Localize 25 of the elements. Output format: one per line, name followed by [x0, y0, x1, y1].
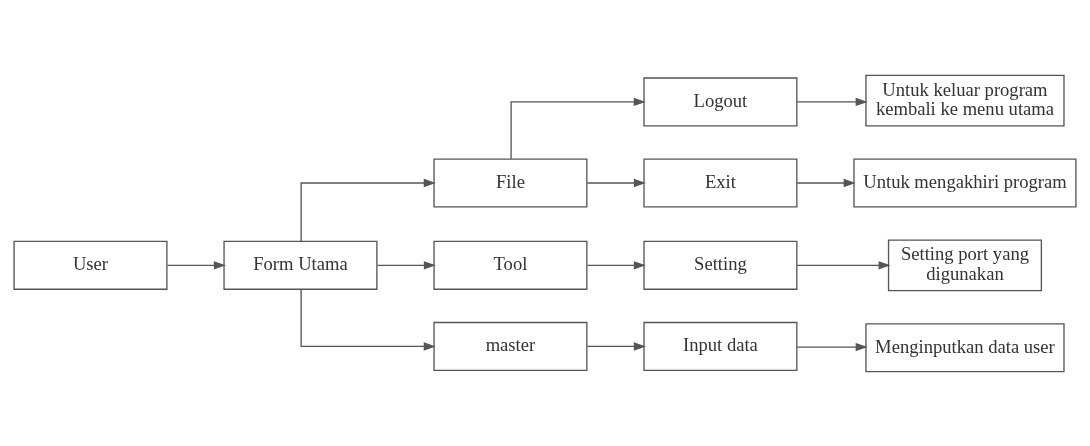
arrow	[300, 178, 436, 242]
node-box: Untuk mengakhiri program	[853, 157, 1077, 208]
arrow	[796, 178, 856, 187]
node-box: Setting	[643, 240, 798, 290]
arrow	[510, 97, 646, 159]
arrow	[586, 178, 646, 187]
arrow	[376, 260, 436, 270]
node-box: Setting port yang digunakan	[887, 238, 1043, 291]
node-box: Menginputkan data user	[865, 322, 1065, 372]
arrow	[586, 341, 646, 351]
node-box: Tool	[433, 240, 588, 290]
arrow	[166, 260, 226, 270]
arrow	[796, 342, 868, 351]
node-box: File	[433, 157, 588, 208]
node-box: master	[433, 321, 588, 371]
node-box: Exit	[643, 157, 798, 208]
node-box: Form Utama	[223, 240, 378, 290]
node-box: User	[13, 240, 168, 290]
arrow	[300, 288, 436, 351]
arrow	[796, 97, 868, 106]
node-box: Logout	[643, 76, 798, 126]
arrow	[796, 260, 891, 270]
node-box: Untuk keluar program kembali ke menu utama	[865, 74, 1065, 126]
node-box: Input data	[643, 321, 798, 371]
arrow	[586, 260, 646, 270]
